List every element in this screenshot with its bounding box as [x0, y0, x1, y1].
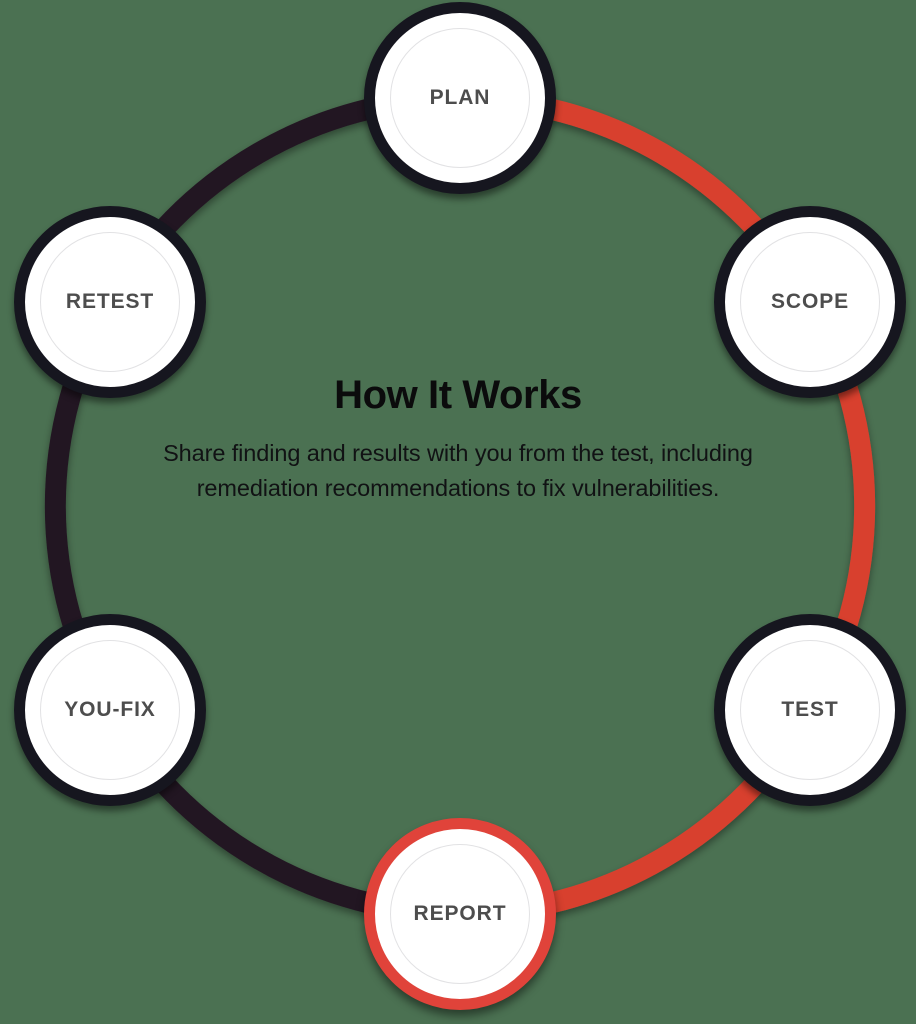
cycle-node-label: SCOPE — [770, 290, 850, 313]
cycle-node-report[interactable]: REPORT — [364, 818, 556, 1010]
cycle-node-test[interactable]: TEST — [714, 614, 906, 806]
cycle-node-label: RETEST — [65, 290, 155, 313]
cycle-node-retest[interactable]: RETEST — [14, 206, 206, 398]
cycle-node-label: PLAN — [429, 86, 491, 109]
cycle-node-label: TEST — [781, 698, 839, 721]
cycle-node-youfix[interactable]: YOU-FIX — [14, 614, 206, 806]
cycle-node-scope[interactable]: SCOPE — [714, 206, 906, 398]
cycle-node-label: REPORT — [413, 902, 507, 925]
cycle-node-plan[interactable]: PLAN — [364, 2, 556, 194]
cycle-node-label: YOU-FIX — [64, 698, 156, 721]
